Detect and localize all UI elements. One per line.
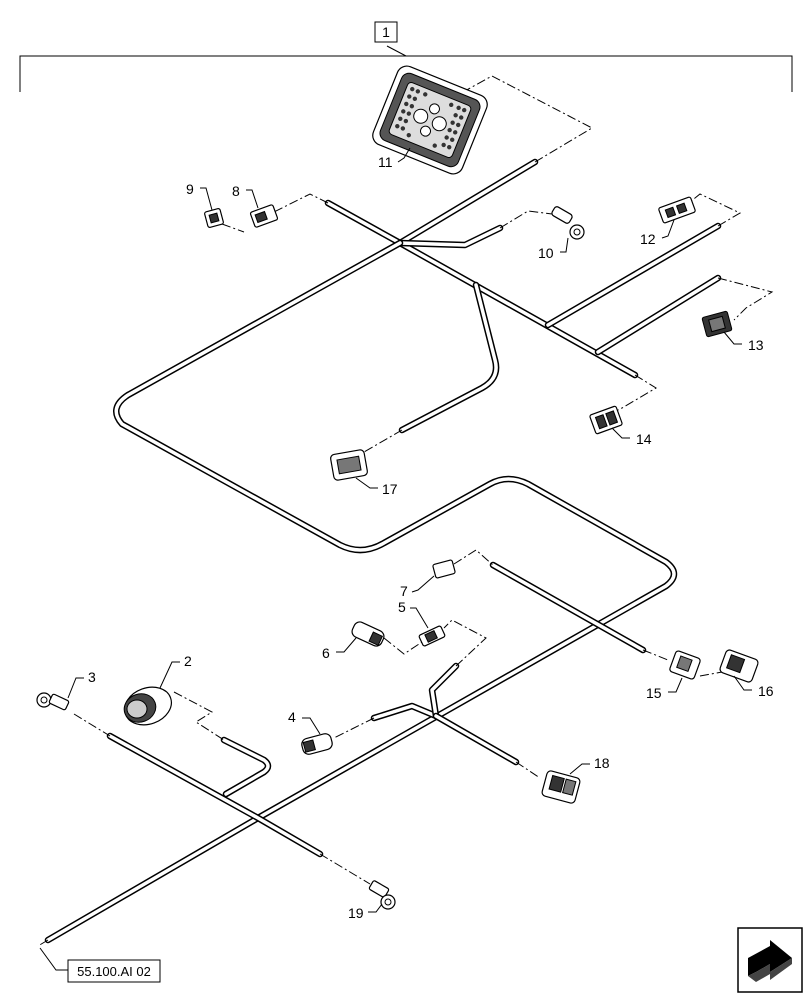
- connector-16: [719, 649, 759, 683]
- assembly-bracket: 1: [19, 21, 793, 92]
- callout-leaders: [39, 147, 752, 971]
- callout-3: 3: [88, 669, 96, 685]
- connector-14: [589, 405, 623, 435]
- connector-15: [669, 650, 701, 680]
- connector-12: [658, 196, 696, 224]
- callout-8: 8: [232, 183, 240, 199]
- callout-5: 5: [398, 599, 406, 615]
- reference-label: 55.100.AI 02: [77, 964, 151, 979]
- connector-13: [701, 310, 733, 338]
- terminal-3: [36, 692, 70, 711]
- reference-box[interactable]: 55.100.AI 02: [67, 959, 161, 983]
- connector-17: [330, 449, 368, 481]
- callout-13: 13: [748, 337, 764, 353]
- harness-wires: [44, 158, 722, 944]
- connector-4: [301, 733, 333, 755]
- connector-18: [541, 770, 581, 804]
- terminal-10: [551, 206, 585, 240]
- terminal-19: [368, 880, 396, 910]
- callout-12: 12: [640, 231, 656, 247]
- callout-11: 11: [378, 154, 393, 170]
- assembly-label: 1: [382, 24, 390, 40]
- callout-19: 19: [348, 905, 364, 921]
- harness-loop: [113, 239, 678, 822]
- connection-lines: [37, 75, 774, 947]
- connector-6: [351, 621, 385, 647]
- branch-2: [220, 736, 272, 798]
- connector-5: [418, 625, 446, 647]
- callout-7: 7: [400, 583, 408, 599]
- callout-9: 9: [186, 181, 194, 197]
- connector-8: [249, 204, 279, 228]
- callout-16: 16: [758, 683, 774, 699]
- connector-11: [372, 65, 488, 175]
- callout-18: 18: [594, 755, 610, 771]
- callout-4: 4: [288, 709, 296, 725]
- callout-17: 17: [382, 481, 398, 497]
- callout-2: 2: [184, 653, 192, 669]
- callout-10: 10: [538, 245, 554, 261]
- callout-6: 6: [322, 645, 330, 661]
- connector-2: [123, 686, 172, 726]
- connector-9: [204, 208, 224, 228]
- callout-numbers: 11 9 8 10 12 13 14 17 7 5 6 15 16 2 3 4 …: [88, 154, 774, 921]
- callout-14: 14: [636, 431, 652, 447]
- connector-7: [432, 559, 456, 579]
- arrow-navigation-icon[interactable]: [737, 927, 803, 993]
- callout-15: 15: [646, 685, 662, 701]
